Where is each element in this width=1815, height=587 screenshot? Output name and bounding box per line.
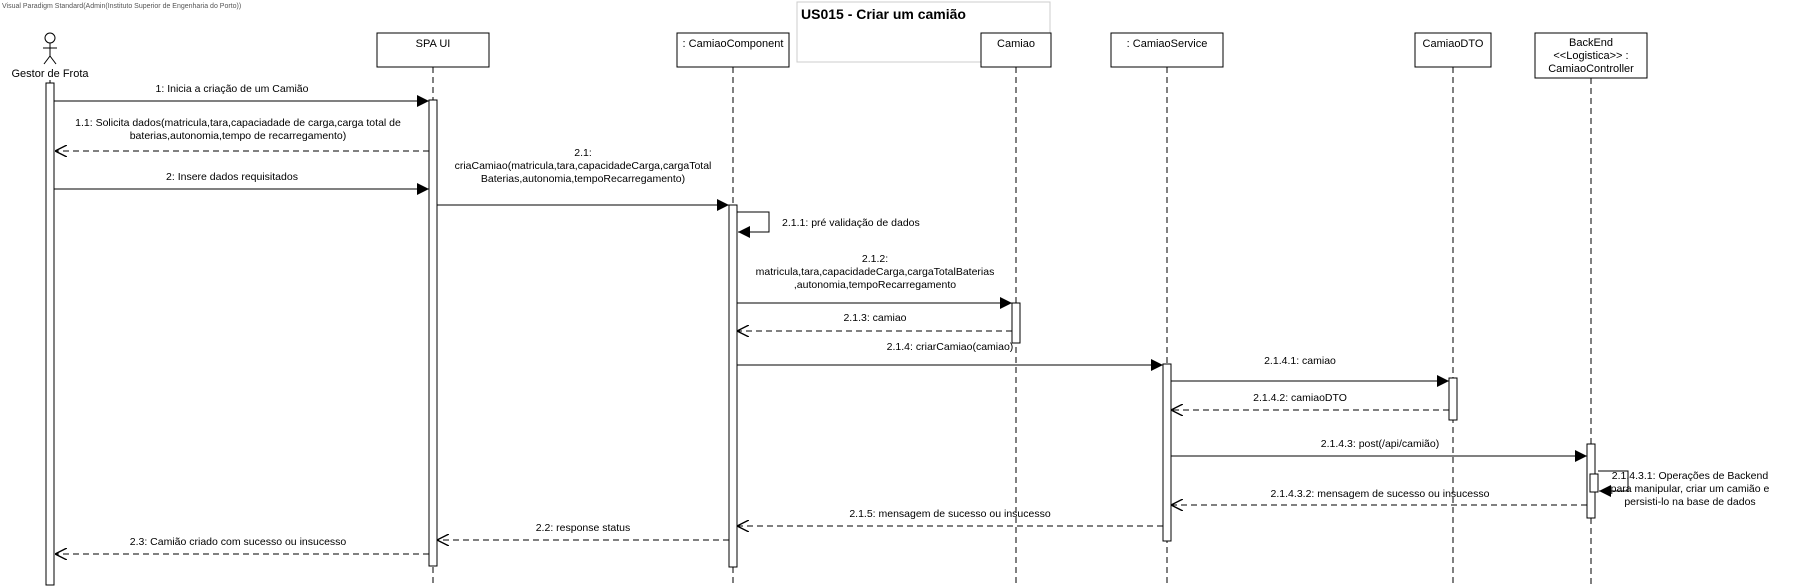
tool-caption: Visual Paradigm Standard(Admin(Instituto…	[2, 3, 241, 10]
participant-label: <<Logistica>> :	[1553, 50, 1628, 62]
activation-bar	[728, 204, 738, 568]
message-7: 2.1.3: camiao	[737, 312, 1012, 331]
activation-bar	[1589, 473, 1599, 493]
message-label: matricula,tara,capacidadeCarga,cargaTota…	[756, 266, 995, 278]
message-label: 2.1.5: mensagem de sucesso ou insucesso	[849, 508, 1051, 520]
message-3: 2: Insere dados requisitados	[54, 171, 429, 195]
message-label: ,autonomia,tempoRecarregamento	[794, 279, 956, 291]
message-label: 2: Insere dados requisitados	[166, 171, 298, 183]
message-label: 2.1.1: pré validação de dados	[782, 217, 920, 229]
message-11: 2.1.4.3: post(/api/camião)	[1171, 438, 1587, 462]
self-message-arrow	[1598, 470, 1629, 497]
message-14: 2.1.5: mensagem de sucesso ou insucesso	[737, 508, 1163, 526]
message-label: 2.1.4.3.1: Operações de Backend	[1612, 470, 1769, 482]
participant-camiaodto: CamiaoDTO	[1414, 32, 1492, 68]
activation-bar	[428, 99, 438, 567]
message-label: 1.1: Solicita dados(matricula,tara,capac…	[75, 117, 401, 129]
message-label: 2.3: Camião criado com sucesso ou insuce…	[130, 536, 347, 548]
message-1: 1: Inicia a criação de um Camião	[54, 83, 429, 107]
participant-camiao: Camiao	[980, 32, 1052, 68]
actor-label: Gestor de Frota	[11, 68, 89, 80]
participant-label: CamiaoDTO	[1423, 38, 1484, 50]
message-8: 2.1.4: criarCamiao(camiao)	[737, 341, 1163, 371]
participant-label: : CamiaoComponent	[683, 38, 784, 50]
message-label: baterias,autonomia,tempo de recarregamen…	[130, 130, 347, 142]
message-label: 2.1.4: criarCamiao(camiao)	[887, 341, 1014, 353]
diagram-title-frame: US015 - Criar um camião	[796, 1, 1051, 63]
message-label: 2.1.4.3: post(/api/camião)	[1321, 438, 1439, 450]
message-10: 2.1.4.2: camiaoDTO	[1171, 392, 1449, 410]
message-label: 2.1.4.2: camiaoDTO	[1253, 392, 1347, 404]
message-9: 2.1.4.1: camiao	[1171, 355, 1449, 387]
message-label: 2.1.4.1: camiao	[1264, 355, 1336, 367]
message-13: 2.1.4.3.2: mensagem de sucesso ou insuce…	[1171, 488, 1587, 505]
message-15: 2.2: response status	[437, 522, 729, 540]
diagram-title: US015 - Criar um camião	[801, 6, 966, 22]
message-4: 2.1:criaCamiao(matricula,tara,capacidade…	[437, 147, 729, 211]
message-label: 1: Inicia a criação de um Camião	[156, 83, 309, 95]
message-label: 2.1:	[574, 147, 592, 159]
message-label: 2.1.4.3.2: mensagem de sucesso ou insuce…	[1271, 488, 1490, 500]
participant-camiaocontroller: BackEnd<<Logistica>> :CamiaoController	[1534, 32, 1648, 79]
activation-bar	[1448, 377, 1458, 421]
message-label: 2.1.2:	[862, 253, 888, 265]
participant-label: CamiaoController	[1548, 63, 1634, 75]
participant-label: : CamiaoService	[1127, 38, 1208, 50]
message-label: para manipular, criar um camião e	[1611, 483, 1770, 495]
self-message-arrow	[737, 211, 770, 238]
message-label: 2.2: response status	[536, 522, 631, 534]
message-16: 2.3: Camião criado com sucesso ou insuce…	[55, 536, 429, 554]
participant-spa-ui: SPA UI	[376, 32, 490, 68]
message-label: Baterias,autonomia,tempoRecarregamento)	[481, 173, 685, 185]
participant-camiaocomponent: : CamiaoComponent	[676, 32, 790, 68]
message-label: persisti-lo na base de dados	[1624, 496, 1755, 508]
message-label: criaCamiao(matricula,tara,capacidadeCarg…	[455, 160, 712, 172]
message-label: 2.1.3: camiao	[843, 312, 906, 324]
participant-label: SPA UI	[416, 38, 451, 50]
message-2: 1.1: Solicita dados(matricula,tara,capac…	[55, 117, 429, 151]
activation-bar	[1162, 363, 1172, 542]
activation-bar	[45, 82, 55, 586]
participant-label: Camiao	[997, 38, 1035, 50]
participant-label: BackEnd	[1569, 37, 1613, 49]
actor-gestor-de-frota: Gestor de Frota	[11, 32, 89, 80]
activation-bar	[1011, 302, 1021, 344]
participant-camiaoservice: : CamiaoService	[1110, 32, 1224, 68]
message-6: 2.1.2:matricula,tara,capacidadeCarga,car…	[737, 253, 1012, 309]
message-5: 2.1.1: pré validação de dados	[737, 211, 920, 238]
